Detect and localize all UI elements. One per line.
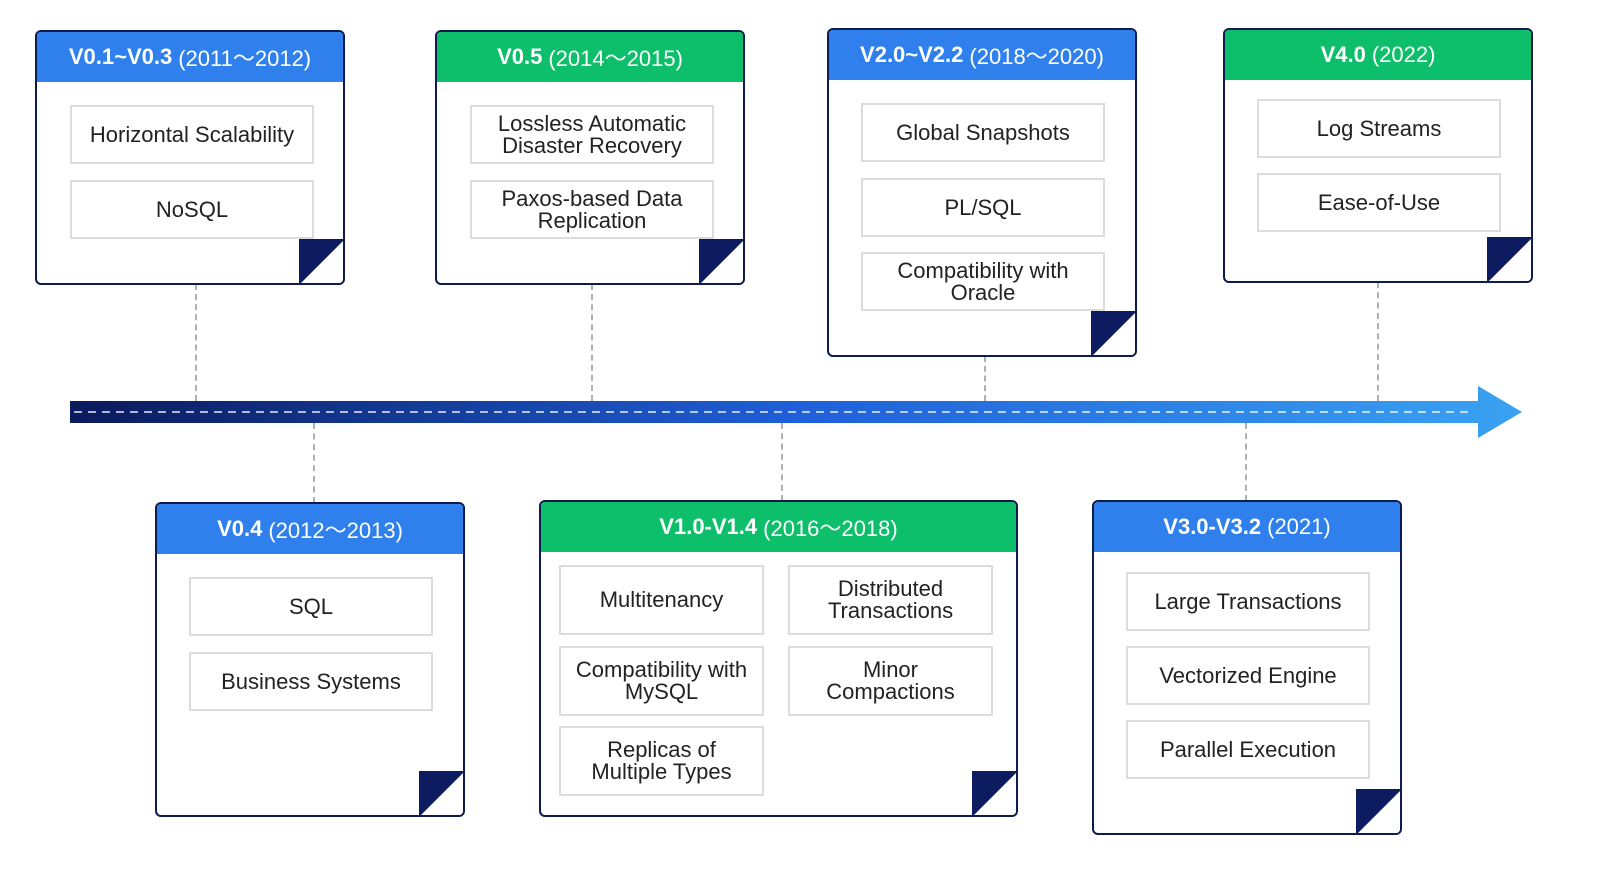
connector-v0-1: [195, 284, 197, 401]
feature-box: Business Systems: [189, 652, 433, 711]
version-card-v1-0: V1.0-V1.4 (2016～2018) Multitenancy Distr…: [539, 500, 1018, 817]
version-card-v0-4: V0.4 (2012～2013) SQL Business Systems: [155, 502, 465, 817]
card-header: V0.1~V0.3 (2011～2012): [37, 32, 343, 82]
connector-v3-0: [1245, 423, 1247, 501]
connector-v1-0: [781, 423, 783, 501]
version-years: (2014～2015): [548, 46, 683, 71]
feature-box: Distributed Transactions: [788, 565, 993, 635]
feature-box: Minor Compactions: [788, 646, 993, 716]
version-years: (2011～2012): [178, 46, 312, 71]
version-years: (2021): [1267, 514, 1331, 539]
card-header: V4.0 (2022): [1225, 30, 1531, 80]
card-header: V1.0-V1.4 (2016～2018): [541, 502, 1016, 552]
version-label: V2.0~V2.2: [860, 42, 964, 67]
connector-v0-5: [591, 284, 593, 401]
page-fold-icon: [299, 239, 343, 283]
feature-box: Parallel Execution: [1126, 720, 1370, 779]
version-label: V3.0-V3.2: [1163, 514, 1262, 539]
version-label: V0.5: [497, 44, 543, 69]
version-years: (2022): [1371, 42, 1436, 67]
feature-box: Multitenancy: [559, 565, 764, 635]
feature-box: Compatibility with Oracle: [861, 252, 1105, 311]
page-fold-icon: [1356, 789, 1400, 833]
card-header: V0.4 (2012～2013): [157, 504, 463, 554]
version-years: (2012～2013): [268, 518, 403, 543]
connector-v0-4: [313, 423, 315, 503]
version-card-v4-0: V4.0 (2022) Log Streams Ease-of-Use: [1223, 28, 1533, 283]
version-label: V4.0: [1320, 42, 1366, 67]
connector-v4-0: [1377, 282, 1379, 401]
version-label: V0.4: [217, 516, 263, 541]
feature-box: Compatibility with MySQL: [559, 646, 764, 716]
page-fold-icon: [699, 239, 743, 283]
card-header: V3.0-V3.2 (2021): [1094, 502, 1400, 552]
version-card-v2-0: V2.0~V2.2 (2018～2020) Global Snapshots P…: [827, 28, 1137, 357]
feature-box: Global Snapshots: [861, 103, 1105, 162]
version-card-v3-0: V3.0-V3.2 (2021) Large Transactions Vect…: [1092, 500, 1402, 835]
feature-box: Log Streams: [1257, 99, 1501, 158]
version-years: (2016～2018): [763, 516, 898, 541]
feature-box: NoSQL: [70, 180, 314, 239]
feature-box: Replicas of Multiple Types: [559, 726, 764, 796]
version-label: V0.1~V0.3: [68, 44, 173, 69]
page-fold-icon: [1487, 237, 1531, 281]
page-fold-icon: [1091, 311, 1135, 355]
version-label: V1.0-V1.4: [659, 514, 758, 539]
card-header: V0.5 (2014～2015): [437, 32, 743, 82]
page-fold-icon: [972, 771, 1016, 815]
feature-box: Horizontal Scalability: [70, 105, 314, 164]
feature-box: Paxos-based Data Replication: [470, 180, 714, 239]
feature-box: Large Transactions: [1126, 572, 1370, 631]
card-header: V2.0~V2.2 (2018～2020): [829, 30, 1135, 80]
feature-box: SQL: [189, 577, 433, 636]
version-card-v0-1: V0.1~V0.3 (2011～2012) Horizontal Scalabi…: [35, 30, 345, 285]
version-card-v0-5: V0.5 (2014～2015) Lossless Automatic Disa…: [435, 30, 745, 285]
connector-v2-0: [984, 356, 986, 401]
feature-box: Vectorized Engine: [1126, 646, 1370, 705]
page-fold-icon: [419, 771, 463, 815]
feature-box: Lossless Automatic Disaster Recovery: [470, 105, 714, 164]
version-years: (2018～2020): [969, 44, 1104, 69]
feature-box: Ease-of-Use: [1257, 173, 1501, 232]
feature-box: PL/SQL: [861, 178, 1105, 237]
